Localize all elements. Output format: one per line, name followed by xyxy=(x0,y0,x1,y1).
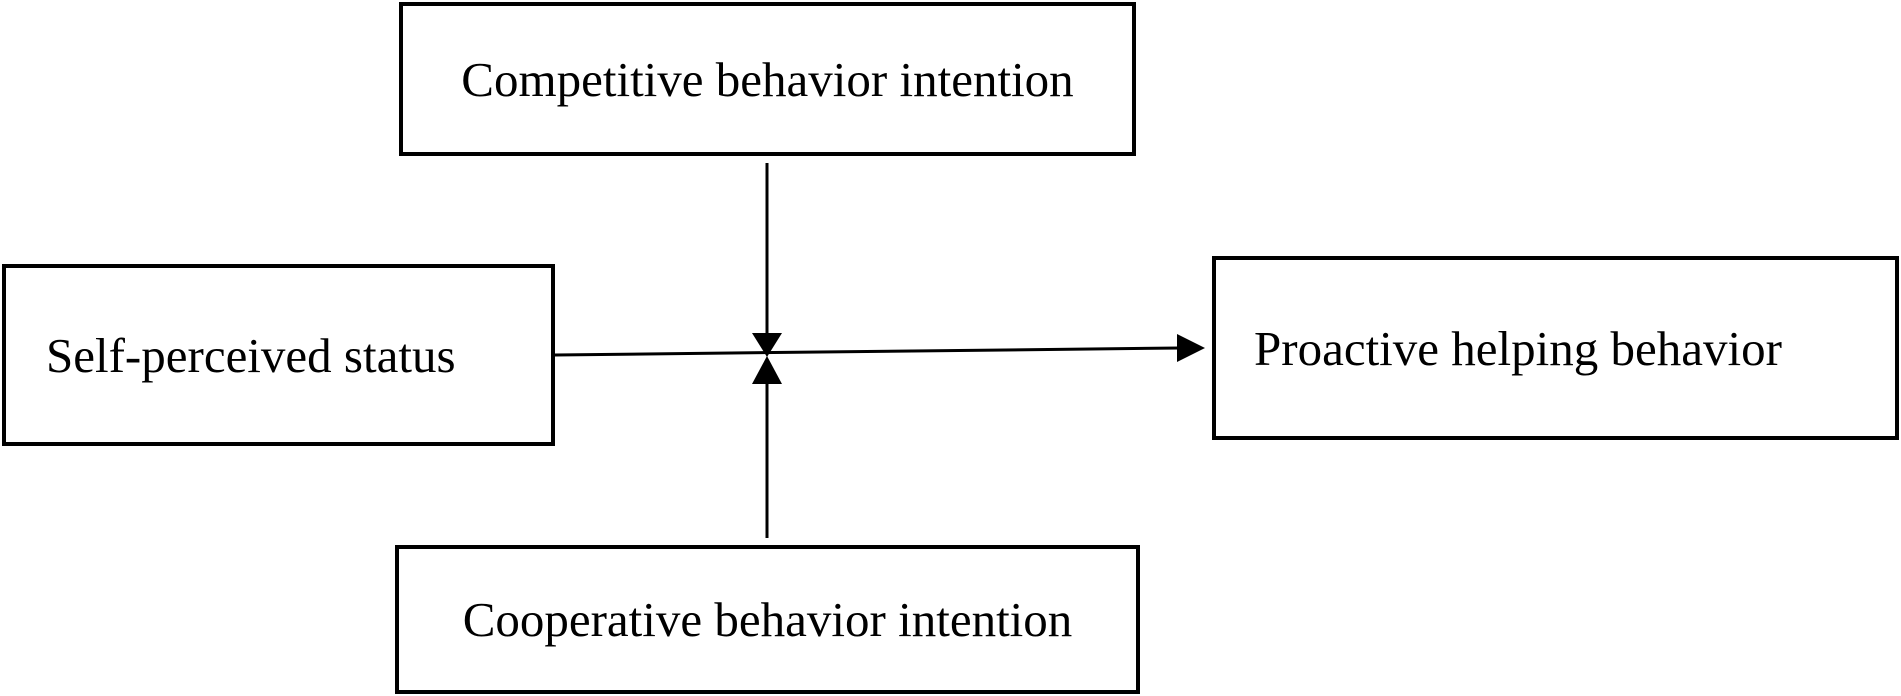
cooperative-moderator-arrowhead xyxy=(752,356,782,384)
proactive-helping-behavior-label: Proactive helping behavior xyxy=(1254,320,1782,376)
cooperative-behavior-intention-label: Cooperative behavior intention xyxy=(462,592,1073,647)
competitive-moderator-arrowhead xyxy=(752,333,782,357)
self-perceived-status-box: Self-perceived status xyxy=(2,264,555,446)
self-perceived-status-label: Self-perceived status xyxy=(46,327,456,383)
proactive-helping-behavior-box: Proactive helping behavior xyxy=(1212,256,1899,440)
main-arrowhead xyxy=(1177,334,1205,362)
competitive-behavior-intention-box: Competitive behavior intention xyxy=(399,2,1136,156)
competitive-behavior-intention-label: Competitive behavior intention xyxy=(461,51,1074,107)
main-arrow-line xyxy=(554,346,1181,357)
cooperative-behavior-intention-box: Cooperative behavior intention xyxy=(395,545,1140,694)
